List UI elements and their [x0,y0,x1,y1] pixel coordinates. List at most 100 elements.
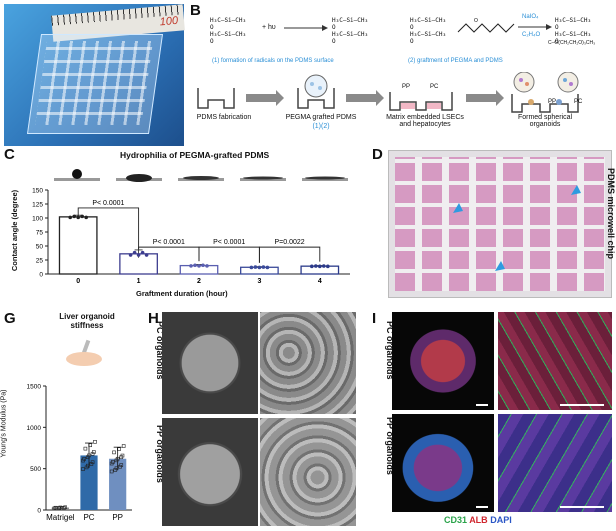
arrowhead-markers [453,185,581,271]
microwell-chip-image [388,150,612,298]
chart-c-point [132,250,137,255]
chart-c-pvalue: P< 0.0001 [153,239,185,246]
scalebar-pc-overview [476,404,488,406]
chart-c-ylabel: Contact angle (degree) [10,189,20,272]
pdms-reactant: H₃C–Si–CH₃ O H₃C–Si–CH₃ O [210,17,247,45]
chart-c-point [314,264,318,268]
legend-cd31: CD31 [444,515,468,525]
step-pegma-grafted: PEGMA grafted PDMS [285,114,357,121]
chart-g-point [81,467,85,471]
chart-c-pvalue: P< 0.0001 [92,200,124,207]
legend-alb: ALB [469,515,488,525]
chart-g-point [63,505,67,510]
step4-tag-pc: PC [574,99,583,105]
step-formed-organoids: Formed spherical organoids [517,114,573,128]
sem-pp-zoom [260,418,356,526]
panel-label-h: H [148,310,159,327]
chart-c-point [201,263,205,268]
sem-pc-zoom [260,312,356,414]
chart-g-point [109,461,114,466]
ruler-number: 100 [159,14,179,29]
pegma-structure: O [457,18,515,33]
chart-c-xtick-label: 0 [76,278,80,285]
chart-c-point [257,265,262,270]
chart-c-sig-bracket [77,207,140,250]
step-pegma-sub: (1)(2) [312,123,330,130]
chart-g-point [119,455,124,459]
organoid-sample [66,352,102,366]
pdms-radical: H₃C–Si–CH₃ O H₃C–Si–CH₃ O [332,17,369,45]
chart-c-point [205,264,209,268]
scalebar-pp-overview [476,506,488,508]
chart-c-ytick-label: 0 [39,272,43,279]
panel-label-d: D [372,146,383,163]
legend-dapi: DAPI [490,515,512,525]
chart-g-point [117,447,121,451]
chart-c-ytick-label: 150 [32,188,43,195]
chart-c-point [322,264,326,268]
if-pc-zoom [498,312,612,410]
chart-c-point [197,264,201,268]
chart-c-point [249,265,254,270]
chart-c-point [253,265,258,269]
reaction-arrow-1 [284,25,328,31]
chart-g-point [58,505,63,510]
chart-g-point [93,440,97,444]
panel-label-i: I [372,310,377,327]
pdms-chip [26,34,164,134]
svg-text:O: O [474,18,478,24]
chart-g-xtick-label: Matrigel [46,513,75,522]
if-legend: CD31 ALB DAPI [444,515,512,525]
chart-g-point [83,446,88,451]
chart-g-ytick-label: 1500 [27,384,42,391]
workflow-schematic [197,72,579,113]
step3-tag-pc: PC [430,84,439,90]
chart-c-xtick-label: 3 [257,278,261,285]
chart-c-pvalue: P=0.0022 [275,239,305,246]
chart-g-point [81,458,85,463]
chart-c-point [72,214,76,219]
chart-g-ytick-label: 500 [30,466,41,473]
chart-g-point [114,458,119,463]
step-matrix-embedded: Matrix embedded LSECs and hepatocytes [386,114,464,128]
chart-c-title: Hydrophilia of PEGMA-grafted PDMS [120,150,270,160]
reaction-1-caption: (1) formation of radicals on the PDMS su… [212,58,334,64]
reagent-c2h4o: C₂H₄O [522,32,541,38]
chart-c-point [310,264,314,269]
chart-c-point [265,265,270,270]
chart-g-point [121,444,126,448]
chart-c-point [136,253,141,257]
chart-c-ytick-label: 50 [36,244,44,251]
sem-pp-overview [162,418,258,526]
chart-c-xtick-label: 2 [197,278,201,285]
chart-g-ytick-label: 0 [37,508,41,515]
chart-c-ytick-label: 100 [32,216,43,223]
step3-tag-pp: PP [402,84,411,90]
chart-c-point [76,215,80,220]
uv-reagent: + hυ [262,24,276,31]
grafted-product: H₃C–Si–CH₃ O H₃C–Si–CH₃ O [555,17,592,45]
chart-c-xtick-label: 1 [137,278,141,285]
chart-g-xtick-label: PP [112,513,123,522]
chart-g-title: Liver organoid stiffness [59,312,115,330]
chip-side-label: PDMS microwell chip [606,168,616,260]
chart-c-sig-bracket [198,246,260,263]
chart-g-point [90,451,95,456]
droplet-profiles [54,169,348,182]
chart-c-point [318,264,322,269]
chart-c-xlabel: Graftment duration (hour) [136,289,228,298]
chart-g-ylabel: Young's Modulus (Pa) [0,389,8,458]
chart-g-point [113,468,118,472]
chart-g-point [88,443,92,448]
chart-g-point [89,462,94,466]
chart-c-ytick-label: 125 [32,202,43,209]
chart-g-point [84,465,89,470]
chart-c-point [193,263,197,268]
microwell-chip-photo: 100 [4,4,185,146]
chart-c-sig-bracket [258,246,321,263]
if-pp-overview [392,414,494,512]
chart-g-point [109,469,114,474]
chip-wells-grid [35,41,154,125]
